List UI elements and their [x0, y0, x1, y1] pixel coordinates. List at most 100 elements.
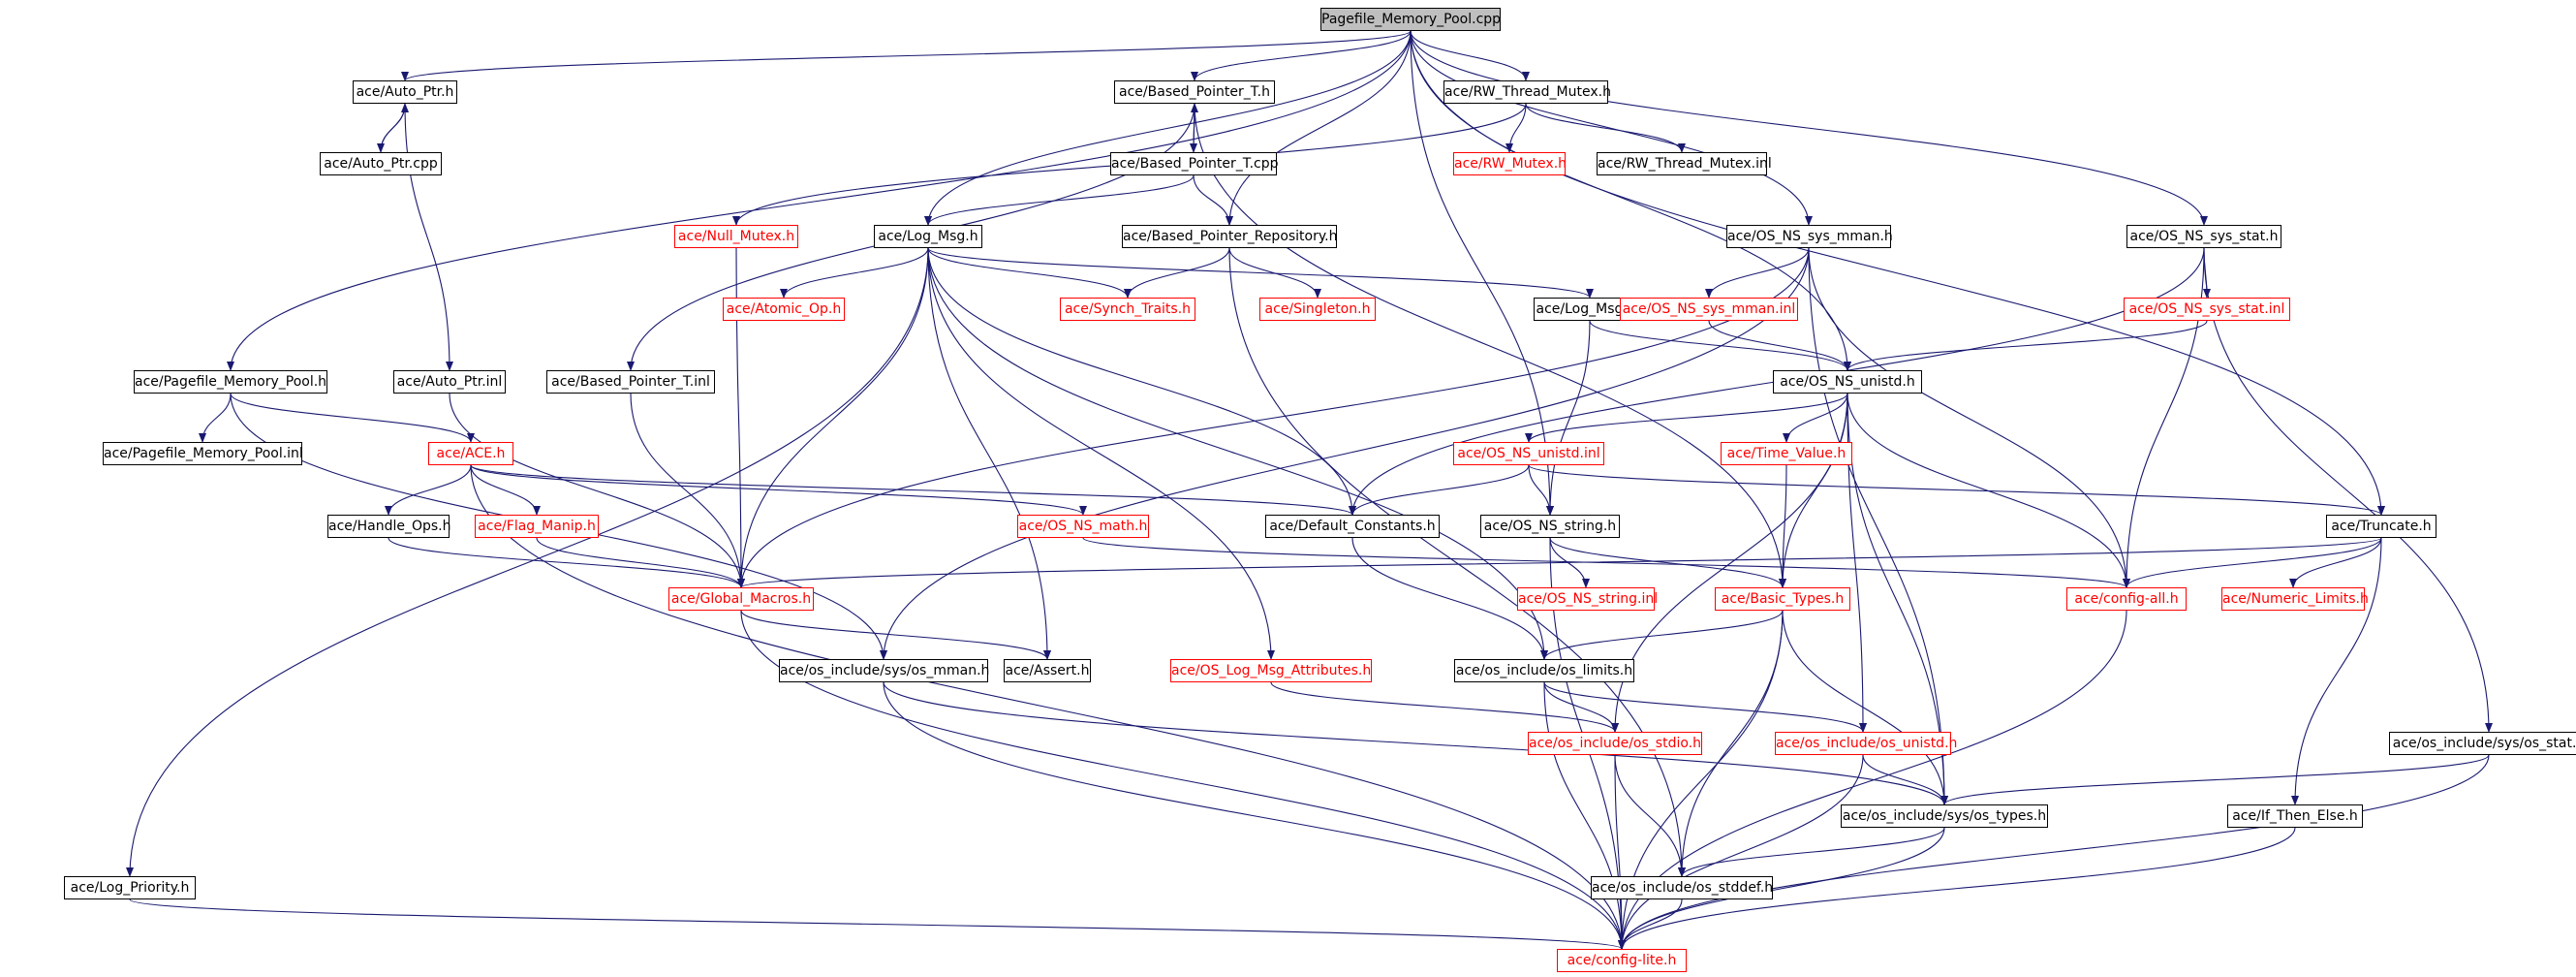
node-if-then-else-h[interactable]: ace/If_Then_Else.h: [2227, 804, 2363, 828]
edge-os-ns-sys-mman-h-to-os-sys-types-h: [1808, 247, 1948, 805]
edge-root-to-based-ptr-repo-h: [1226, 30, 1412, 226]
edge-root-to-os-ns-sys-stat-h: [1410, 30, 2208, 226]
edge-ace-h-to-flag-manip-h: [470, 464, 541, 516]
edge-os-stdio-h-to-os-stddef-h: [1614, 754, 1686, 877]
edge-os-sys-mman-h-to-os-sys-types-h: [883, 681, 1948, 805]
edge-based-ptr-t-cpp-to-log-msg-h: [924, 174, 1195, 226]
node-based-ptr-t-h[interactable]: ace/Based_Pointer_T.h: [1114, 80, 1275, 104]
edge-log-msg-h-to-synch-traits-h: [927, 247, 1132, 299]
edge-os-ns-sys-stat-inl-to-os-ns-unistd-h: [1844, 320, 2208, 371]
edge-log-msg-h-to-log-priority-h: [126, 247, 929, 877]
node-os-sys-stat-h[interactable]: ace/os_include/sys/os_stat.h: [2389, 732, 2576, 755]
node-based-ptr-t-cpp[interactable]: ace/Based_Pointer_T.cpp: [1110, 152, 1279, 175]
node-atomic-op-h[interactable]: ace/Atomic_Op.h: [723, 298, 845, 321]
node-os-log-msg-attr-h[interactable]: ace/OS_Log_Msg_Attributes.h: [1170, 659, 1372, 682]
edge-auto-ptr-inl-to-global-macros-h: [449, 393, 745, 588]
root-node[interactable]: Pagefile_Memory_Pool.cpp: [1320, 8, 1501, 31]
node-singleton-h[interactable]: ace/Singleton.h: [1259, 298, 1376, 321]
node-os-ns-string-inl[interactable]: ace/OS_NS_string.inl: [1517, 587, 1658, 611]
node-based-ptr-t-inl[interactable]: ace/Based_Pointer_T.inl: [546, 370, 715, 394]
node-auto-ptr-inl[interactable]: ace/Auto_Ptr.inl: [393, 370, 506, 394]
edge-os-stddef-h-to-config-lite-h: [1618, 898, 1683, 950]
node-auto-ptr-cpp[interactable]: ace/Auto_Ptr.cpp: [320, 152, 442, 175]
edge-based-ptr-repo-h-to-synch-traits-h: [1124, 247, 1230, 299]
edge-flag-manip-h-to-global-macros-h: [536, 537, 745, 588]
node-config-lite-h[interactable]: ace/config-lite.h: [1557, 949, 1687, 972]
node-pagefile-mp-h[interactable]: ace/Pagefile_Memory_Pool.h: [134, 370, 327, 394]
edge-os-ns-unistd-inl-to-default-constants-h: [1349, 464, 1530, 516]
edge-root-to-auto-ptr-h: [401, 30, 1412, 81]
edge-ace-h-to-handle-ops-h: [385, 464, 472, 516]
edge-pagefile-mp-h-to-ace-h: [230, 393, 475, 443]
node-os-sys-types-h[interactable]: ace/os_include/sys/os_types.h: [1841, 804, 2048, 828]
node-os-sys-mman-h[interactable]: ace/os_include/sys/os_mman.h: [779, 659, 989, 682]
node-os-ns-sys-stat-h[interactable]: ace/OS_NS_sys_stat.h: [2126, 225, 2281, 248]
edge-log-msg-h-to-default-constants-h: [927, 247, 1356, 516]
edge-auto-ptr-h-to-auto-ptr-inl: [404, 103, 453, 371]
node-handle-ops-h[interactable]: ace/Handle_Ops.h: [327, 515, 451, 538]
node-time-value-h[interactable]: ace/Time_Value.h: [1721, 442, 1852, 465]
edge-root-to-based-ptr-t-h: [1191, 30, 1412, 81]
node-flag-manip-h[interactable]: ace/Flag_Manip.h: [475, 515, 599, 538]
edge-os-ns-math-h-to-config-all-h: [1082, 537, 2130, 588]
edge-os-ns-unistd-inl-to-os-ns-string-h: [1528, 464, 1554, 516]
node-rw-mutex-h[interactable]: ace/RW_Mutex.h: [1453, 152, 1567, 175]
node-ace-h[interactable]: ace/ACE.h: [428, 442, 513, 465]
edge-global-macros-h-to-assert-h: [740, 610, 1051, 660]
node-pagefile-mp-inl[interactable]: ace/Pagefile_Memory_Pool.inl: [103, 442, 303, 465]
node-numeric-limits-h[interactable]: ace/Numeric_Limits.h: [2221, 587, 2369, 611]
node-os-ns-string-h[interactable]: ace/OS_NS_string.h: [1480, 515, 1620, 538]
edge-os-sys-stat-h-to-config-lite-h: [1618, 754, 2490, 950]
node-os-stdio-h[interactable]: ace/os_include/os_stdio.h: [1528, 732, 1702, 755]
edge-truncate-h-to-global-macros-h: [737, 537, 2382, 588]
edge-log-msg-h-to-atomic-op-h: [780, 247, 929, 299]
node-based-ptr-repo-h[interactable]: ace/Based_Pointer_Repository.h: [1122, 225, 1337, 248]
node-rw-thread-mutex-inl[interactable]: ace/RW_Thread_Mutex.inl: [1597, 152, 1772, 175]
node-os-ns-sys-stat-inl[interactable]: ace/OS_NS_sys_stat.inl: [2124, 298, 2290, 321]
node-basic-types-h[interactable]: ace/Basic_Types.h: [1715, 587, 1850, 611]
edge-pagefile-mp-h-to-pagefile-mp-inl: [199, 393, 232, 443]
edge-os-ns-sys-stat-h-to-os-sys-stat-h: [2203, 247, 2493, 733]
edge-os-ns-sys-mman-inl-to-os-ns-unistd-h: [1708, 320, 1851, 371]
edge-os-limits-h-to-config-lite-h: [1543, 681, 1626, 950]
edge-if-then-else-h-to-config-lite-h: [1618, 827, 2296, 950]
edge-log-msg-inl-to-os-ns-unistd-h: [1589, 320, 1851, 371]
node-config-all-h[interactable]: ace/config-all.h: [2066, 587, 2187, 611]
node-os-ns-math-h[interactable]: ace/OS_NS_math.h: [1017, 515, 1149, 538]
node-os-ns-sys-mman-inl[interactable]: ace/OS_NS_sys_mman.inl: [1620, 298, 1798, 321]
node-auto-ptr-h[interactable]: ace/Auto_Ptr.h: [353, 80, 457, 104]
edge-root-to-os-ns-sys-mman-h: [1410, 30, 1813, 226]
node-truncate-h[interactable]: ace/Truncate.h: [2326, 515, 2436, 538]
node-default-constants-h[interactable]: ace/Default_Constants.h: [1265, 515, 1440, 538]
edge-root-to-pagefile-mp-h: [227, 30, 1412, 371]
node-log-priority-h[interactable]: ace/Log_Priority.h: [64, 876, 196, 899]
edge-rw-thread-mutex-h-to-rw-mutex-h: [1505, 103, 1527, 153]
edge-root-to-rw-thread-mutex-h: [1410, 30, 1530, 81]
node-os-limits-h[interactable]: ace/os_include/os_limits.h: [1454, 659, 1634, 682]
node-os-ns-unistd-inl[interactable]: ace/OS_NS_unistd.inl: [1453, 442, 1604, 465]
node-os-ns-unistd-h[interactable]: ace/OS_NS_unistd.h: [1773, 370, 1922, 394]
edge-log-msg-h-to-os-log-msg-attr-h: [927, 247, 1275, 660]
edge-truncate-h-to-numeric-limits-h: [2289, 537, 2382, 588]
edge-os-ns-unistd-h-to-os-sys-types-h: [1847, 393, 1948, 805]
edge-based-ptr-t-inl-to-global-macros-h: [630, 393, 745, 588]
node-assert-h[interactable]: ace/Assert.h: [1004, 659, 1091, 682]
edge-os-ns-sys-mman-h-to-os-sys-mman-h: [880, 247, 1810, 660]
edge-based-ptr-t-h-to-basic-types-h: [1194, 103, 1786, 588]
node-global-macros-h[interactable]: ace/Global_Macros.h: [668, 587, 814, 611]
node-os-ns-sys-mman-h[interactable]: ace/OS_NS_sys_mman.h: [1726, 225, 1893, 248]
edge-default-constants-h-to-os-limits-h: [1351, 537, 1548, 660]
node-synch-traits-h[interactable]: ace/Synch_Traits.h: [1060, 298, 1195, 321]
edge-log-priority-h-to-config-lite-h: [129, 898, 1626, 950]
node-rw-thread-mutex-h[interactable]: ace/RW_Thread_Mutex.h: [1443, 80, 1611, 104]
edge-truncate-h-to-if-then-else-h: [2291, 537, 2382, 805]
node-log-msg-h[interactable]: ace/Log_Msg.h: [874, 225, 982, 248]
node-os-stddef-h[interactable]: ace/os_include/os_stddef.h: [1591, 876, 1773, 899]
node-null-mutex-h[interactable]: ace/Null_Mutex.h: [674, 225, 798, 248]
node-os-unistd-h[interactable]: ace/os_include/os_unistd.h: [1775, 732, 1957, 755]
edge-rw-thread-mutex-h-to-rw-thread-mutex-inl: [1525, 103, 1686, 153]
edge-os-ns-string-h-to-basic-types-h: [1549, 537, 1786, 588]
edge-ace-h-to-default-constants-h: [470, 464, 1356, 516]
